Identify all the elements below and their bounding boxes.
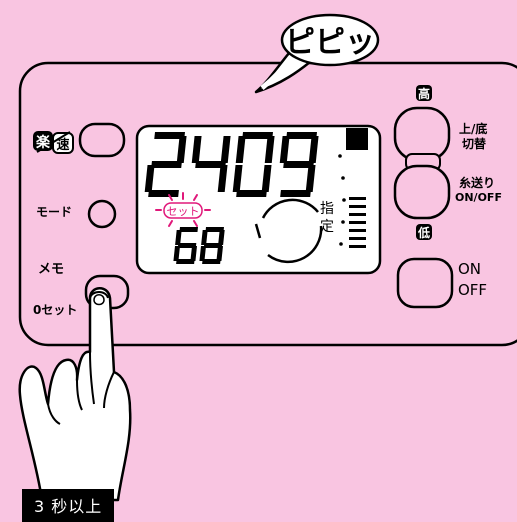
memo-label: メモ bbox=[38, 262, 65, 277]
shitei-label-2: 定 bbox=[320, 219, 334, 235]
main-digits-display: 2409 bbox=[0, 0, 319, 197]
updown-label-1: 上/底 bbox=[459, 122, 488, 136]
indicator-dots bbox=[338, 154, 346, 246]
speech-bubble-text: ピピッ bbox=[285, 25, 375, 60]
speech-bubble: ピピッ bbox=[254, 13, 380, 94]
zero-set-label: 0セット bbox=[33, 303, 78, 317]
low-icon: 低 bbox=[416, 224, 432, 240]
speed-mode-button[interactable] bbox=[78, 122, 126, 158]
main-digits-value: 2409 bbox=[0, 0, 3, 1]
raku-glyph: 楽 bbox=[35, 134, 51, 151]
high-icon: 高 bbox=[416, 85, 432, 101]
speed-bar-gauge bbox=[349, 197, 366, 248]
mode-button[interactable] bbox=[87, 199, 117, 229]
needle-position-indicator bbox=[346, 128, 368, 150]
thread-label-2: ON/OFF bbox=[455, 191, 502, 204]
updown-label-2: 切替 bbox=[462, 137, 487, 151]
set-indicator: セット bbox=[155, 192, 211, 227]
power-off-label: OFF bbox=[458, 281, 488, 299]
stitch-circle-icon bbox=[254, 198, 323, 264]
shitei-label-1: 指 bbox=[320, 201, 334, 217]
power-button[interactable] bbox=[396, 257, 454, 309]
thread-feed-button[interactable] bbox=[393, 164, 451, 220]
raku-hayai-icon: 楽 速 bbox=[33, 131, 74, 154]
power-on-label: ON bbox=[458, 260, 482, 278]
high-icon-glyph: 高 bbox=[418, 86, 430, 101]
set-indicator-text: セット bbox=[167, 205, 200, 218]
hold-duration-caption: 3 秒以上 bbox=[22, 489, 115, 522]
mode-label: モード bbox=[36, 205, 73, 219]
low-icon-glyph: 低 bbox=[417, 225, 430, 240]
hand-pointer-illustration bbox=[18, 287, 132, 502]
sub-digits-value: 68 bbox=[0, 0, 2, 1]
sub-digits-display: 68 bbox=[0, 0, 225, 264]
hayai-glyph: 速 bbox=[56, 137, 69, 153]
thread-label-1: 糸送り bbox=[459, 176, 496, 190]
needle-up-down-button[interactable] bbox=[393, 106, 451, 162]
